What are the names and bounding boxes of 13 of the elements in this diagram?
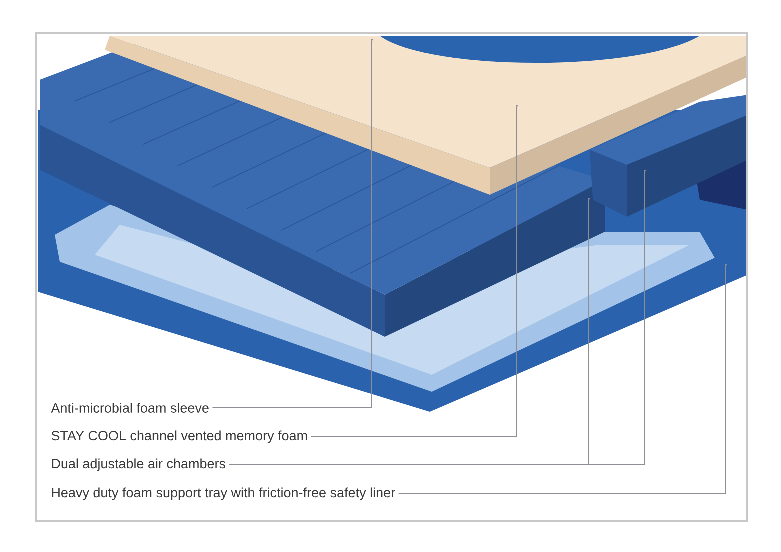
label-text: Heavy duty foam support tray with friction-free safety liner [52,488,396,500]
leader-end [371,39,373,41]
leader-line [228,172,646,466]
label-text: STAY COOL channel vented memory foam [52,430,308,444]
leader-line [212,40,372,408]
label-text: Anti-microbial foam sleeve [51,403,209,413]
label-text: Dual adjustable air chambers [52,458,226,472]
leader-end [516,105,518,107]
leader-line [398,266,726,494]
leader-end [644,170,646,172]
leader-end [725,264,727,266]
leader-line [310,106,518,438]
leader-end [588,198,590,200]
